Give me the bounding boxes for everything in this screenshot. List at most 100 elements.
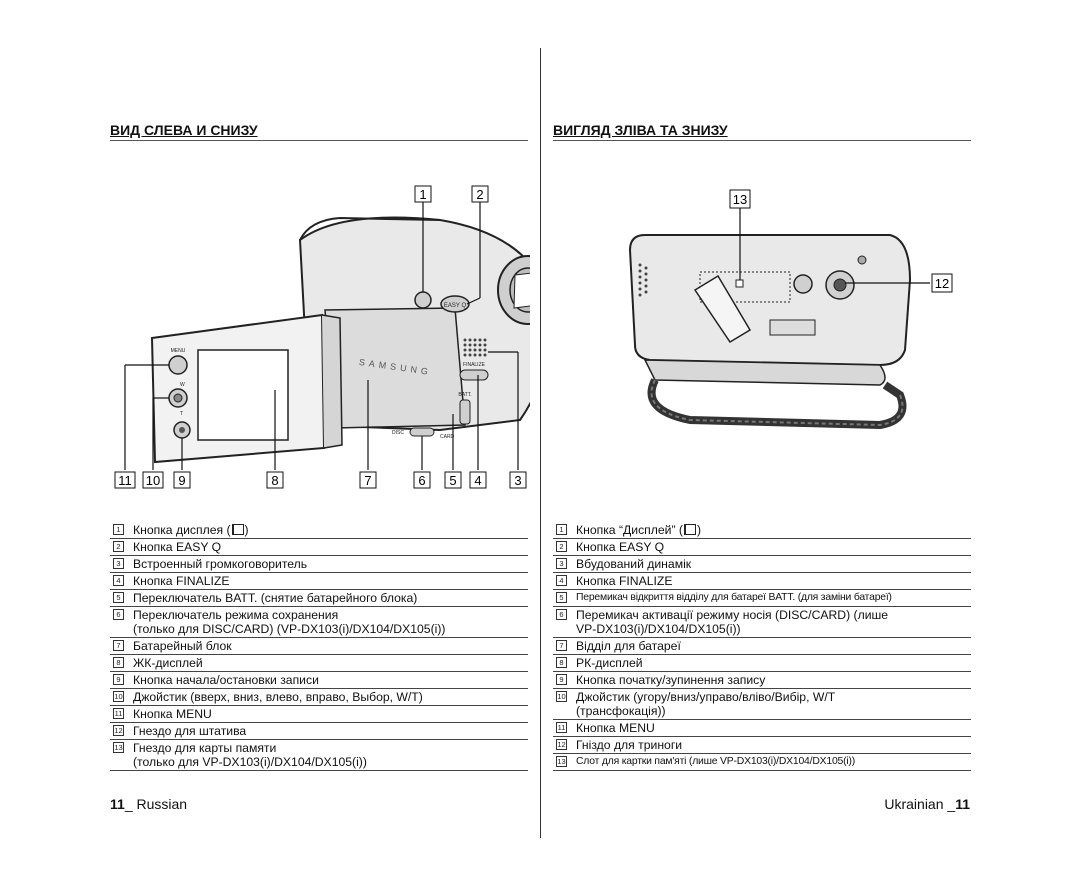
legend-number: 12 [113,725,124,736]
easy-q-label: EASY Q [444,303,467,309]
footer-page-uk: Ukrainian _11 [870,796,970,812]
footer-page-number: 11 [110,796,125,812]
legend-number: 2 [556,541,567,552]
legend-text: Батарейный блок [133,639,528,653]
menu-label: MENU [171,348,186,354]
legend-text: Джойстик (угору/вниз/управо/вліво/Вибір,… [576,690,971,718]
legend-item: 12 Гніздо для триноги [553,737,971,754]
legend-text: ЖК-дисплей [133,656,528,670]
legend-text: Кнопка начала/остановки записи [133,673,528,687]
callout-group-bottom-view: 13 12 [729,189,953,293]
legend-text-main: Батарейный блок [133,639,232,653]
legend-number: 3 [556,558,567,569]
w-label: W [180,382,185,388]
legend-number: 4 [556,575,567,586]
finalize-label: FINALIZE [463,362,486,368]
legend-item: 4 Кнопка FINALIZE [553,573,971,590]
center-divider [540,48,541,838]
legend-number: 2 [113,541,124,552]
legend-text-main: Джойстик (угору/вниз/управо/вліво/Вибір,… [576,690,836,718]
footer-separator: _ [943,796,956,812]
footer-language: Russian [136,796,188,812]
legend-text-main: Відділ для батареї [576,639,681,653]
camcorder-bottom-view-figure: 13 12 [628,189,953,430]
legend-text-main: Гнездо для карты памяти (только для VP-D… [133,741,367,769]
legend-number: 9 [556,674,567,685]
legend-number: 13 [556,756,567,767]
legend-number: 6 [113,609,124,620]
callout-6: 6 [418,473,425,488]
footer-separator: _ [124,796,137,812]
callout-4: 4 [474,473,481,488]
legend-number: 11 [113,708,124,719]
legend-text: Перемикач активації режиму носія (DISC/C… [576,608,971,636]
legend-number: 7 [556,640,567,651]
legend-text: РК-дисплей [576,656,971,670]
legend-text-main: Вбудований динамік [576,557,692,571]
camcorder-bottom-body [628,234,912,430]
legend-item: 2 Кнопка EASY Q [110,539,528,556]
legend-number: 8 [113,657,124,668]
legend-item: 4 Кнопка FINALIZE [110,573,528,590]
camcorder-left-view-figure: EASY Q FINALIZE BATT. DISC CARD SAMSUNG … [114,185,530,489]
legend-text: Слот для картки пам'яті (лише VP-DX103(i… [576,755,971,769]
footer-language: Ukrainian [884,796,944,812]
legend-text: Кнопка EASY Q [133,540,528,554]
legend-text-suffix: ) [697,523,702,537]
callout-1: 1 [419,187,426,202]
legend-text-main: Кнопка MENU [133,707,212,721]
callout-group-bottom: 11 10 9 8 7 6 5 4 3 [114,471,527,489]
t-label: T [180,411,183,417]
legend-number: 11 [556,722,567,733]
callout-10: 10 [146,473,160,488]
lcd-panel: MENU W T [150,313,343,464]
legend-number: 5 [113,592,124,603]
legend-text-main: Кнопка начала/остановки записи [133,673,319,687]
camcorder-body: EASY Q FINALIZE BATT. DISC CARD SAMSUNG [298,216,530,440]
legend-text-main: Перемикач відкриття відділу для батареї … [576,592,892,603]
legend-text-suffix: ) [244,523,249,537]
legend-text-main: Гніздо для триноги [576,738,683,752]
legend-text-main: Кнопка “Дисплей” ( [576,523,683,537]
legend-item: 11 Кнопка MENU [553,720,971,737]
legend-text: Кнопка FINALIZE [576,574,971,588]
card-label: CARD [440,434,455,440]
legend-text-main: Кнопка MENU [576,721,655,735]
legend-number: 7 [113,640,124,651]
legend-number: 12 [556,739,567,750]
legend-text-main: Кнопка FINALIZE [576,574,673,588]
legend-text-main: Кнопка EASY Q [133,540,222,554]
legend-text-main: Перемикач активації режиму носія (DISC/C… [576,608,889,636]
callout-2: 2 [476,187,483,202]
section-title-uk: ВИГЛЯД ЗЛІВА ТА ЗНИЗУ [553,122,971,141]
legend-text-main: Кнопка дисплея ( [133,523,231,537]
callout-9: 9 [178,473,185,488]
legend-text: Джойстик (вверх, вниз, влево, вправо, Вы… [133,690,528,704]
legend-item: 10 Джойстик (вверх, вниз, влево, вправо, … [110,689,528,706]
display-icon [231,524,244,535]
legend-text: Гнездо для карты памяти (только для VP-D… [133,741,528,769]
legend-text: Кнопка MENU [576,721,971,735]
legend-item: 6 Переключатель режима сохранения (только… [110,607,528,638]
legend-text-main: Джойстик (вверх, вниз, влево, вправо, Вы… [133,690,423,704]
legend-number: 13 [113,742,124,753]
legend-number: 4 [113,575,124,586]
legend-text: Кнопка FINALIZE [133,574,528,588]
legend-number: 10 [113,691,124,702]
legend-text: Переключатель BATT. (снятие батарейного … [133,591,528,605]
legend-text-main: Гнездо для штатива [133,724,247,738]
footer-page-number: 11 [955,796,970,812]
legend-text-main: Слот для картки пам'яті (лише VP-DX103(i… [576,756,855,767]
legend-text: Вбудований динамік [576,557,971,571]
legend-text-main: Переключатель режима сохранения (только … [133,608,446,636]
legend-text-main: ЖК-дисплей [133,656,203,670]
